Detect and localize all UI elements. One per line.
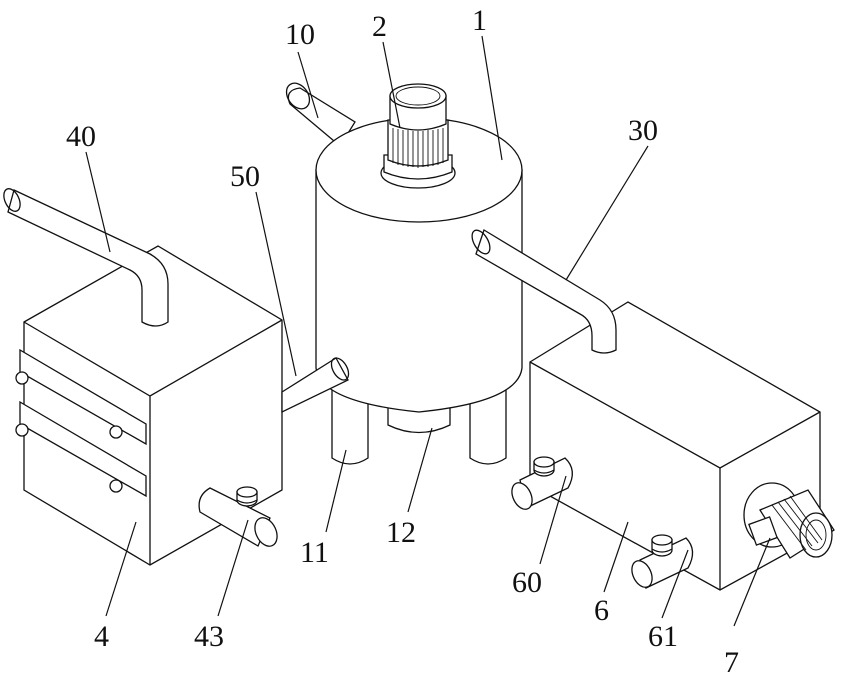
label-43: 43 [194, 620, 224, 653]
label-6: 6 [594, 594, 609, 627]
label-50: 50 [230, 160, 260, 193]
label-4: 4 [94, 620, 109, 653]
label-40: 40 [66, 120, 96, 153]
label-1: 1 [472, 4, 487, 37]
top-motor [381, 84, 455, 188]
label-7: 7 [724, 646, 739, 679]
label-60: 60 [512, 566, 542, 599]
label-2: 2 [372, 10, 387, 43]
label-30: 30 [628, 114, 658, 147]
label-11: 11 [300, 536, 329, 569]
right-valve-60 [508, 457, 572, 512]
label-61: 61 [648, 620, 678, 653]
label-12: 12 [386, 516, 416, 549]
label-10: 10 [285, 18, 315, 51]
